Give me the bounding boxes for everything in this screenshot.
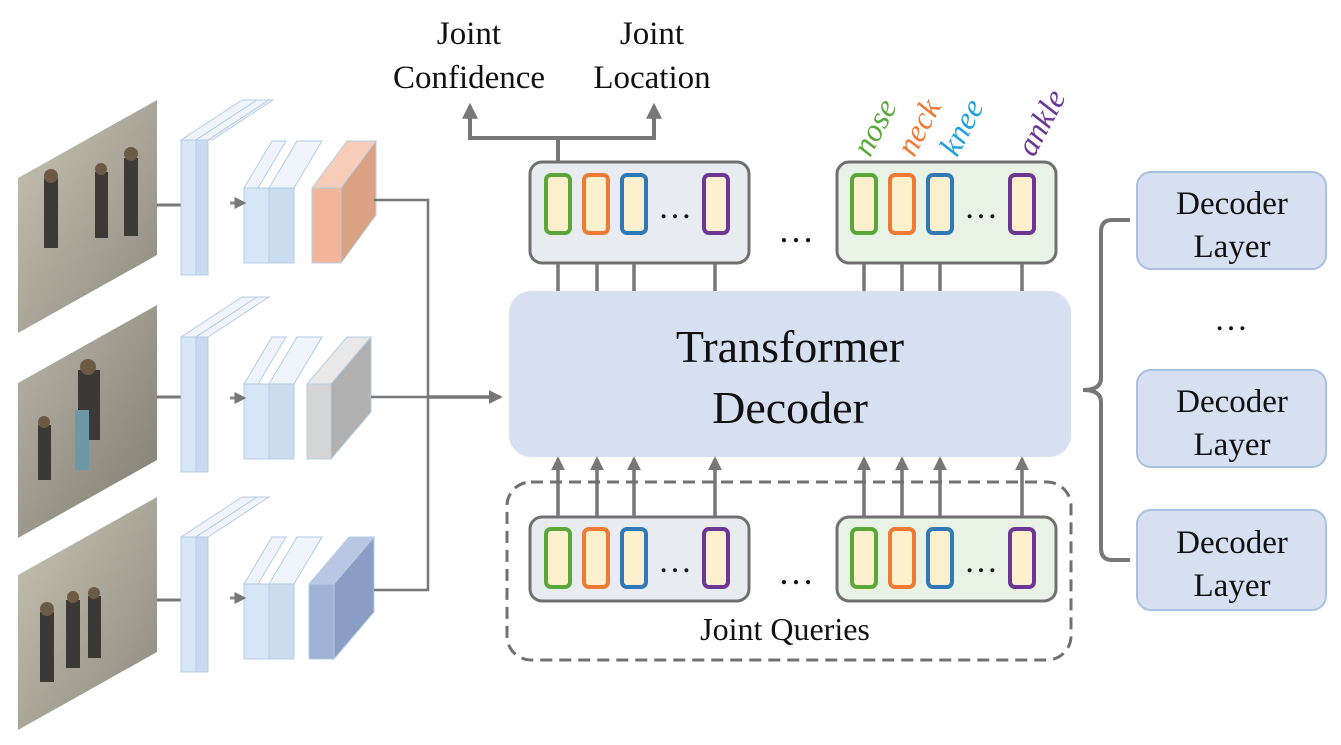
joint-queries-container <box>505 480 1073 662</box>
decoder-layer-2: Decoder Layer <box>1136 369 1327 468</box>
group-ellipsis: … <box>778 210 814 250</box>
joint-label-neck: neck <box>888 92 948 161</box>
group-ellipsis: … <box>778 552 814 592</box>
decoder-layer-label-3b: Layer <box>1194 568 1271 604</box>
layers-brace <box>1082 218 1130 562</box>
input-image-3 <box>18 497 157 730</box>
query-group-last <box>835 515 1058 603</box>
slot-ellipsis: … <box>658 189 692 226</box>
decoder-layer-label-1a: Decoder <box>1176 186 1288 222</box>
cnn-backbone-2 <box>179 296 373 473</box>
output-group-last <box>835 160 1058 265</box>
joint-location-label-1: Joint <box>620 16 684 52</box>
cnn-backbone-1 <box>179 99 377 276</box>
query-group-first <box>528 515 751 603</box>
joint-queries-label: Joint Queries <box>700 611 870 647</box>
input-image-1 <box>18 100 157 333</box>
input-image-2 <box>18 305 157 538</box>
decoder-layer-label-2b: Layer <box>1194 427 1271 463</box>
joint-label-ankle: ankle <box>1008 83 1072 161</box>
joint-location-label-2: Location <box>593 60 710 96</box>
decoder-layer-label-1b: Layer <box>1194 229 1271 265</box>
transformer-decoder-box <box>509 291 1071 457</box>
decoder-layer-3: Decoder Layer <box>1136 509 1327 611</box>
joint-label-nose: nose <box>844 93 903 162</box>
layers-ellipsis: … <box>1214 301 1248 338</box>
decoder-title-line-1: Transformer <box>676 321 904 372</box>
cnn-backbone-3 <box>179 496 376 673</box>
joint-confidence-label-2: Confidence <box>393 60 545 96</box>
decoder-title-line-2: Decoder <box>712 382 868 433</box>
decoder-layer-label-3a: Decoder <box>1176 525 1288 561</box>
decoder-layer-1: Decoder Layer <box>1136 171 1327 270</box>
output-group-first <box>528 160 751 265</box>
slot-ellipsis: … <box>658 543 692 580</box>
feature-merge-lines <box>371 198 430 592</box>
joint-confidence-label-1: Joint <box>437 16 501 52</box>
slot-ellipsis: … <box>964 543 998 580</box>
slot-ellipsis: … <box>964 189 998 226</box>
decoder-layer-label-2a: Decoder <box>1176 384 1288 420</box>
output-branch <box>462 102 662 162</box>
joint-label-knee: knee <box>931 93 990 162</box>
